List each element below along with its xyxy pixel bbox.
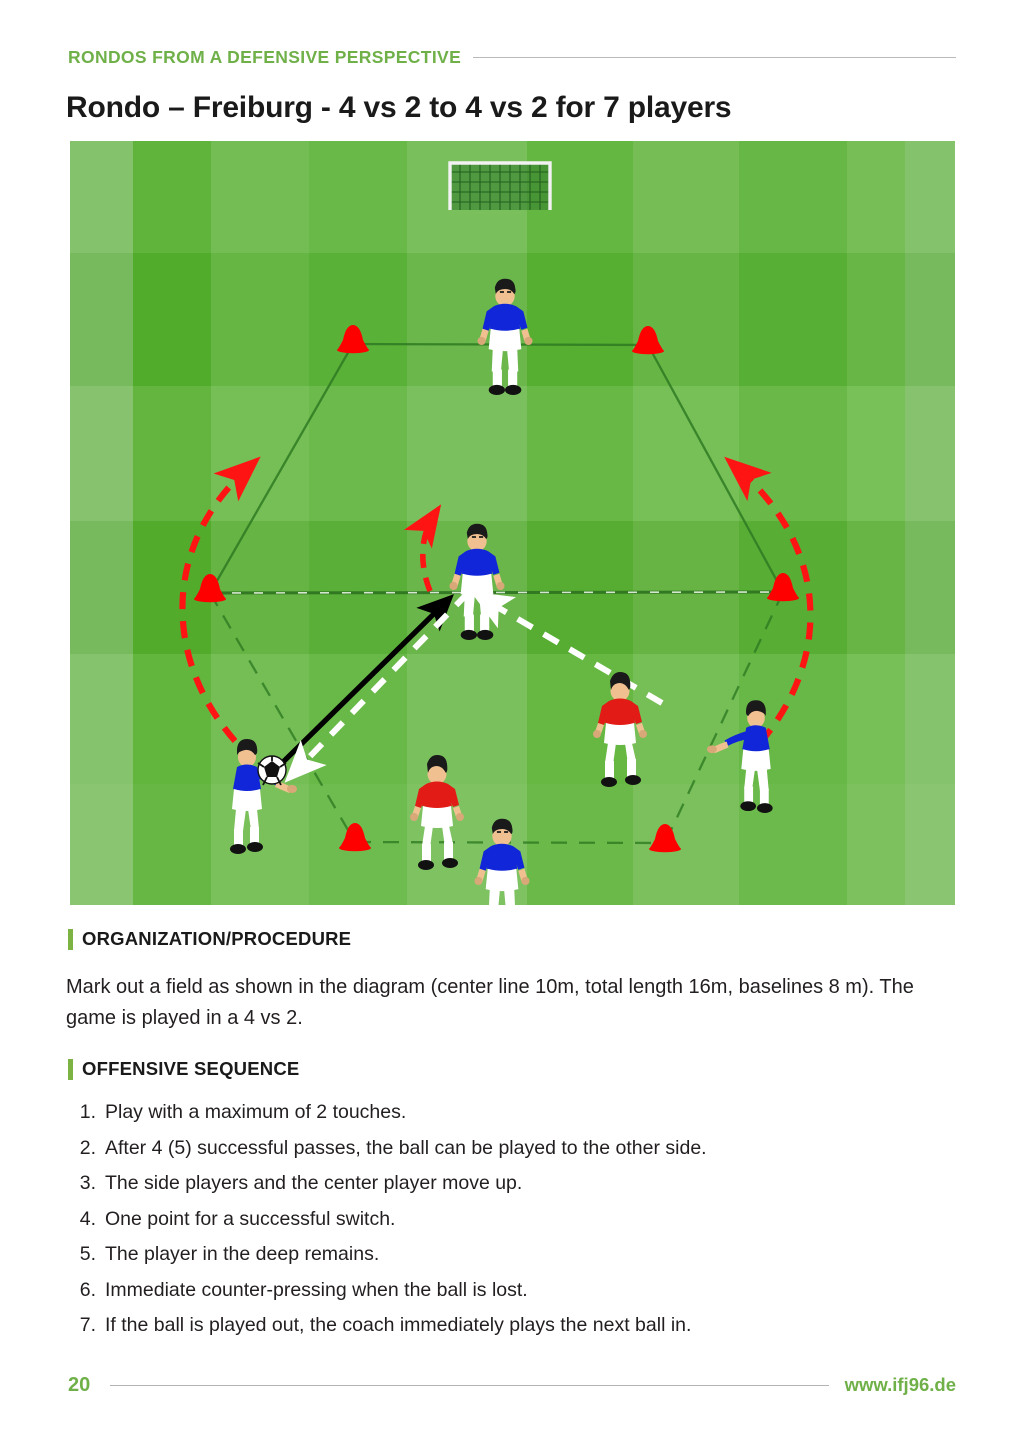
press-arrows	[179, 456, 814, 746]
page-number: 20	[68, 1373, 91, 1396]
list-item: 6. Immediate counter-pressing when the b…	[76, 1279, 956, 1302]
breadcrumb: RONDOS FROM A DEFENSIVE PERSPECTIVE	[68, 44, 956, 70]
list-item-number: 7.	[79, 1314, 96, 1336]
pass-arrow-black-solid	[278, 594, 454, 767]
list-item-text: The player in the deep remains.	[105, 1243, 380, 1265]
list-item-number: 3.	[79, 1172, 96, 1194]
offensive-sequence-heading-label: OFFENSIVE SEQUENCE	[82, 1058, 300, 1079]
run-arrow-white-dashed-left	[284, 590, 471, 783]
list-item: 5. The player in the deep remains.	[76, 1243, 956, 1266]
list-item-number: 5.	[79, 1243, 96, 1265]
list-item-number: 4.	[79, 1207, 96, 1230]
offensive-sequence-heading: OFFENSIVE SEQUENCE	[68, 1058, 299, 1080]
list-item-number: 6.	[79, 1278, 96, 1301]
list-item: 4. One point for a successful switch.	[76, 1208, 956, 1231]
pitch-svg	[70, 141, 955, 905]
page-footer: 20 www.ifj96.de	[68, 1372, 956, 1398]
list-item-text: The side players and the center player m…	[105, 1172, 523, 1194]
list-item-text: Play with a maximum of 2 touches.	[105, 1101, 407, 1123]
list-item: 2. After 4 (5) successful passes, the ba…	[76, 1137, 956, 1160]
mini-goal-icon	[448, 161, 552, 210]
press-arrow-red-curved-left	[179, 456, 261, 744]
section-kicker: RONDOS FROM A DEFENSIVE PERSPECTIVE	[68, 46, 462, 67]
page-title: Rondo – Freiburg - 4 vs 2 to 4 vs 2 for …	[66, 91, 732, 124]
list-item-text: After 4 (5) successful passes, the ball …	[105, 1136, 707, 1159]
organization-paragraph: Mark out a field as shown in the diagram…	[66, 976, 914, 1029]
list-item: 3. The side players and the center playe…	[76, 1172, 956, 1195]
list-item-text: Immediate counter-pressing when the ball…	[105, 1278, 528, 1301]
press-arrow-red-short-center	[403, 504, 442, 593]
list-item-text: If the ball is played out, the coach imm…	[105, 1314, 692, 1336]
list-item-number: 2.	[79, 1136, 96, 1159]
run-arrow-white-dashed-right	[470, 591, 664, 706]
header-divider	[473, 57, 956, 58]
press-arrow-red-curved-right	[724, 456, 814, 746]
list-item: 7. If the ball is played out, the coach …	[76, 1314, 956, 1337]
list-item: 1. Play with a maximum of 2 touches.	[76, 1101, 956, 1124]
run-arrows-white	[284, 590, 664, 783]
list-item-text: One point for a successful switch.	[105, 1207, 396, 1230]
organization-heading-label: ORGANIZATION/PROCEDURE	[82, 928, 352, 949]
organization-heading: ORGANIZATION/PROCEDURE	[68, 928, 351, 950]
list-item-number: 1.	[79, 1101, 96, 1123]
website-link[interactable]: www.ifj96.de	[844, 1374, 956, 1395]
soccer-ball-icon	[257, 755, 287, 786]
drill-diagram	[70, 141, 955, 905]
offensive-sequence-list: 1. Play with a maximum of 2 touches. 2. …	[76, 1101, 956, 1350]
footer-divider	[110, 1384, 829, 1386]
